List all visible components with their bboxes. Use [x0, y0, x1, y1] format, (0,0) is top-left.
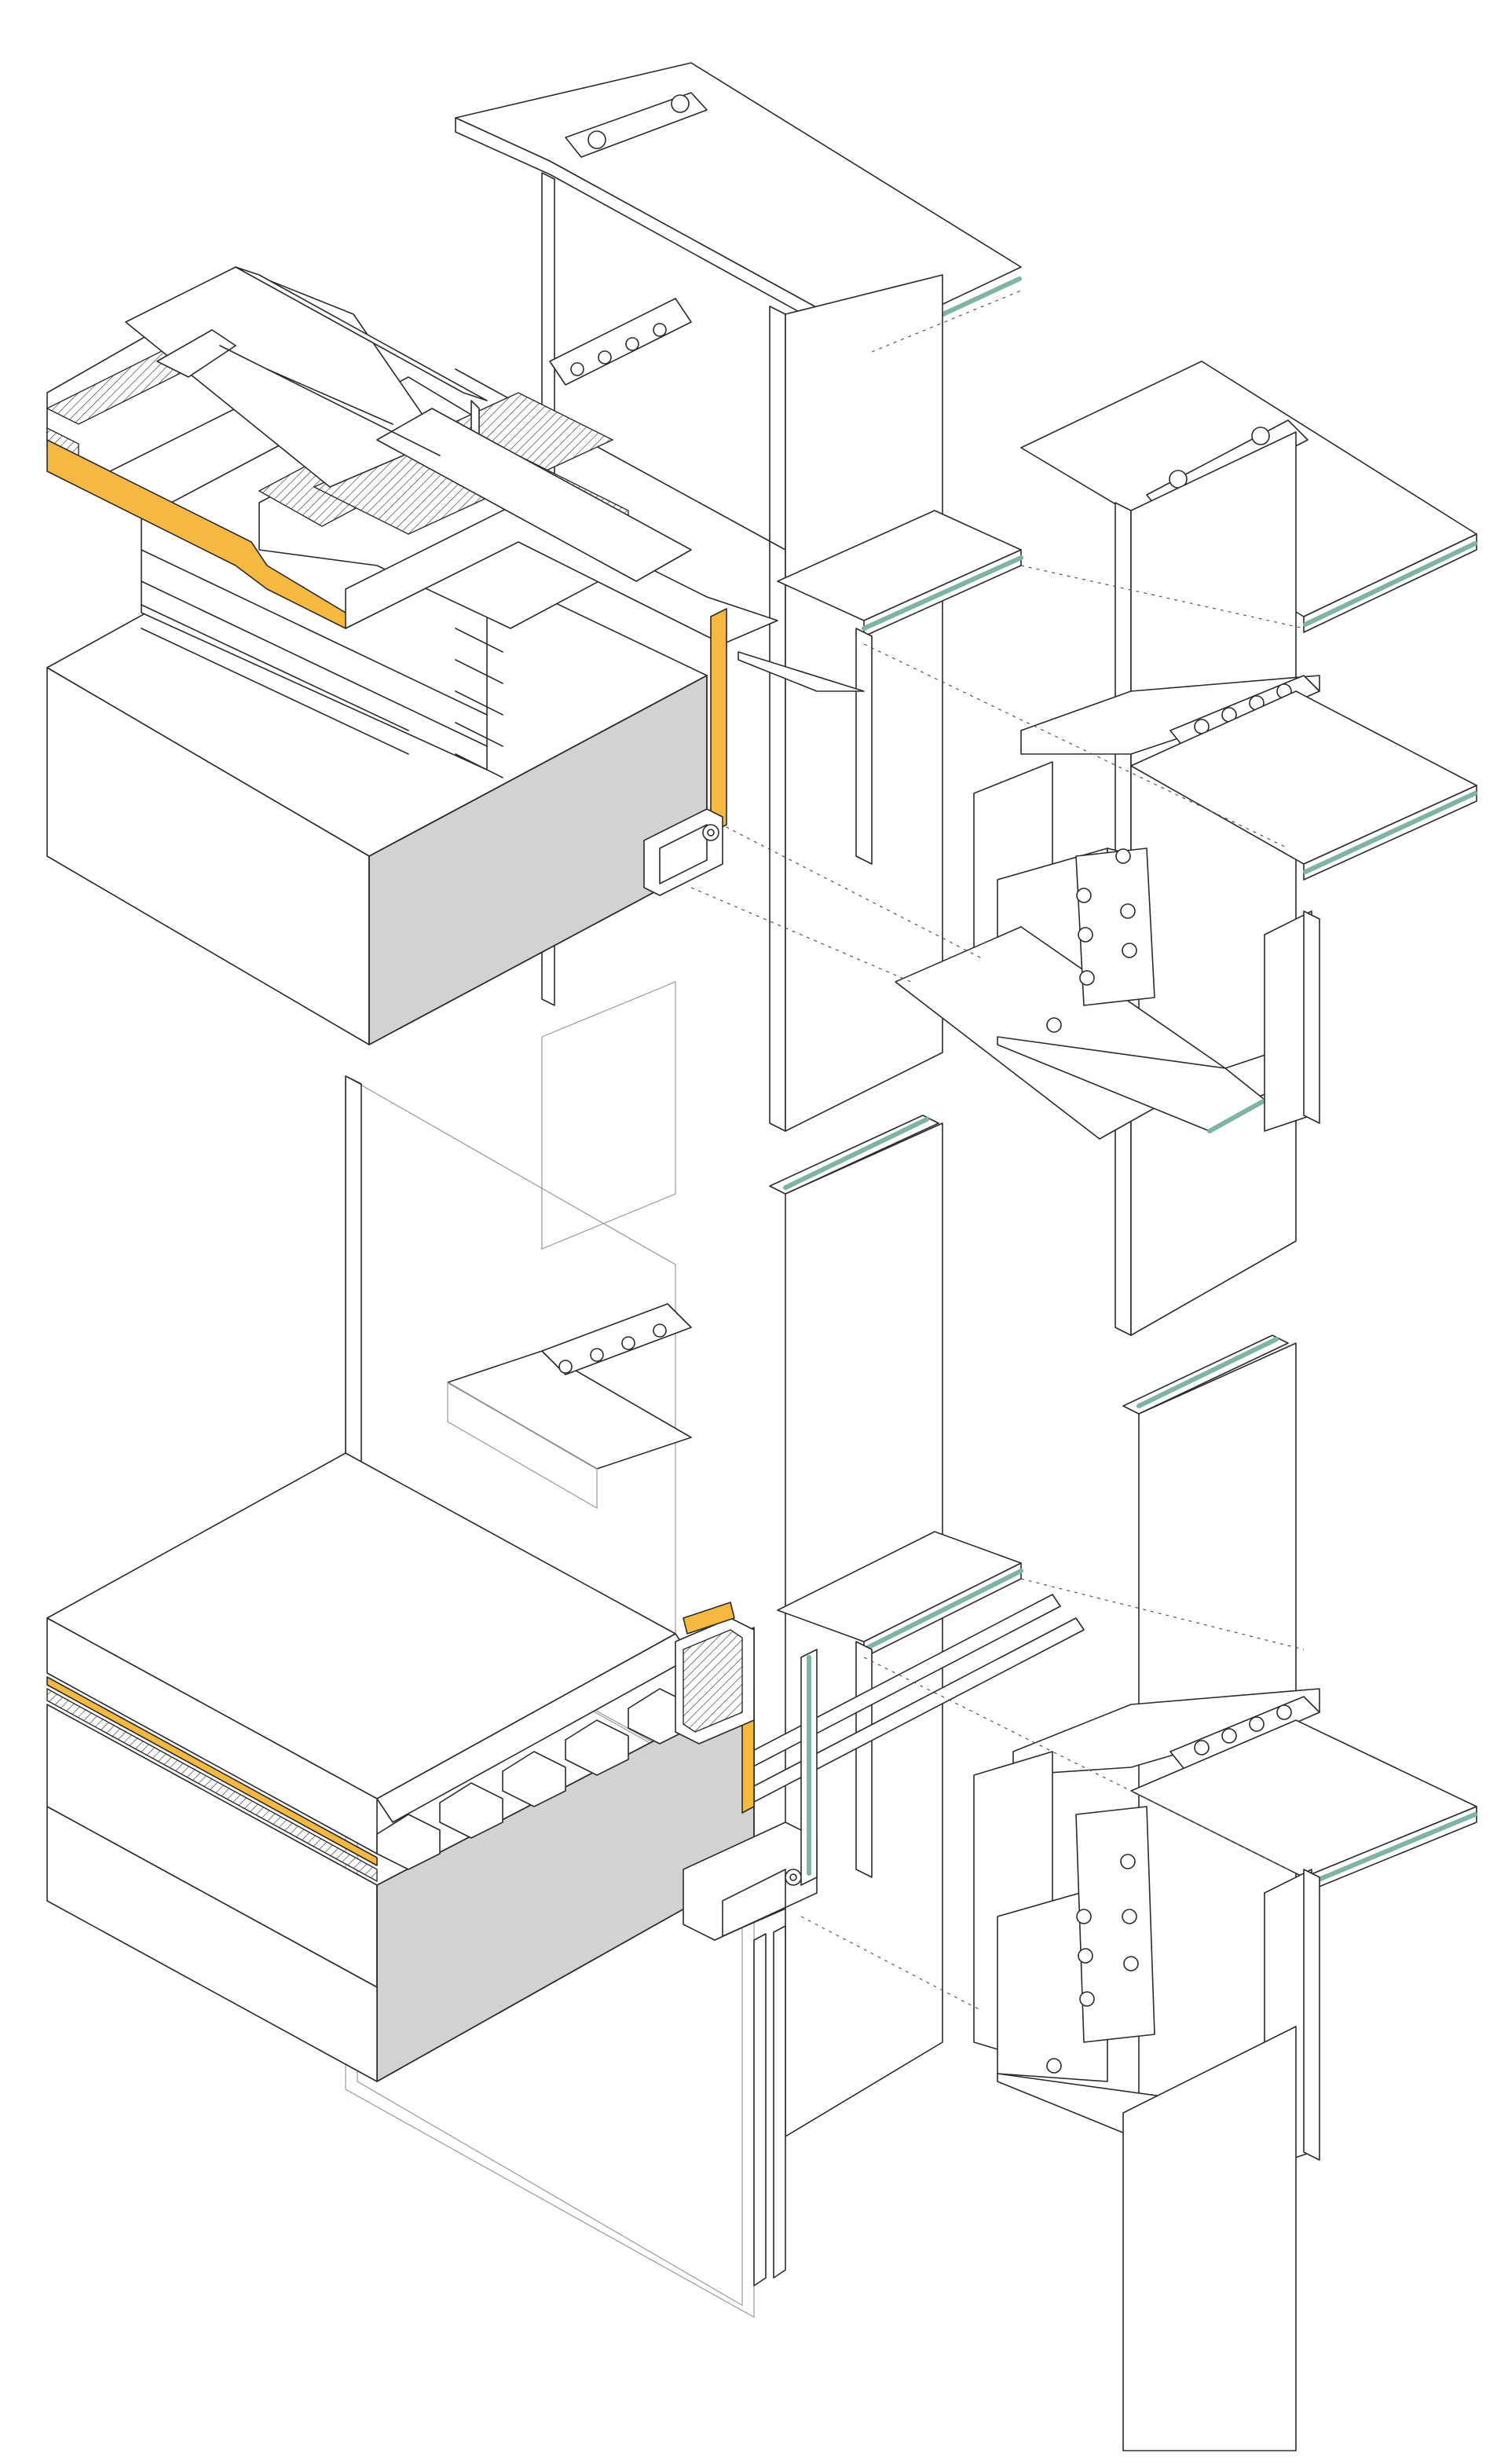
- bolt: [1122, 943, 1137, 958]
- top-beam-flange: [455, 62, 1022, 353]
- upper-bolt-plate: [549, 298, 692, 386]
- bolt: [625, 337, 639, 351]
- sill-flashing: [683, 1602, 735, 1635]
- right-lower-flange: [1130, 690, 1477, 881]
- gutter-fixing-icon: [702, 824, 719, 841]
- bolt: [1046, 1017, 1062, 1033]
- bolt: [1046, 2058, 1062, 2074]
- bolt: [587, 130, 606, 149]
- bolt: [1249, 1716, 1265, 1732]
- upper-roof-module: [46, 266, 778, 1045]
- bolt: [570, 362, 584, 376]
- bolt: [1276, 1704, 1292, 1720]
- bolt: [1194, 1740, 1210, 1756]
- bolt: [1076, 1909, 1092, 1924]
- floor-insulation: [46, 1676, 378, 1866]
- bolt: [1115, 848, 1131, 864]
- upper-connection-box: [895, 761, 1320, 1140]
- steel-structure: [455, 62, 1477, 2451]
- lower-connection-box: [973, 1751, 1320, 2451]
- bolt: [558, 1360, 573, 1374]
- bolt: [1221, 1728, 1237, 1744]
- bolt: [1078, 927, 1093, 943]
- bolt: [1123, 1956, 1139, 1972]
- bolt: [1078, 1948, 1093, 1964]
- insulation-strip: [710, 608, 727, 833]
- bolt: [1079, 1991, 1095, 2007]
- bolt: [1120, 903, 1136, 919]
- bolt: [1122, 1909, 1137, 1924]
- bolt: [1120, 1854, 1136, 1869]
- bolt: [1079, 970, 1095, 986]
- bolt: [1251, 427, 1270, 445]
- bolt: [671, 94, 690, 113]
- lower-floor-module: [46, 1452, 818, 2286]
- bolt: [1076, 888, 1092, 903]
- bolt: [653, 1324, 667, 1338]
- bolt: [598, 350, 612, 364]
- glass-panel: [345, 981, 755, 2319]
- bolt: [653, 323, 667, 337]
- bolt: [621, 1336, 635, 1350]
- upper-cross-section: [738, 510, 1023, 865]
- projection-lines: [690, 290, 1305, 2012]
- sill-fixing-icon: [785, 1869, 802, 1886]
- bolt: [590, 1348, 604, 1362]
